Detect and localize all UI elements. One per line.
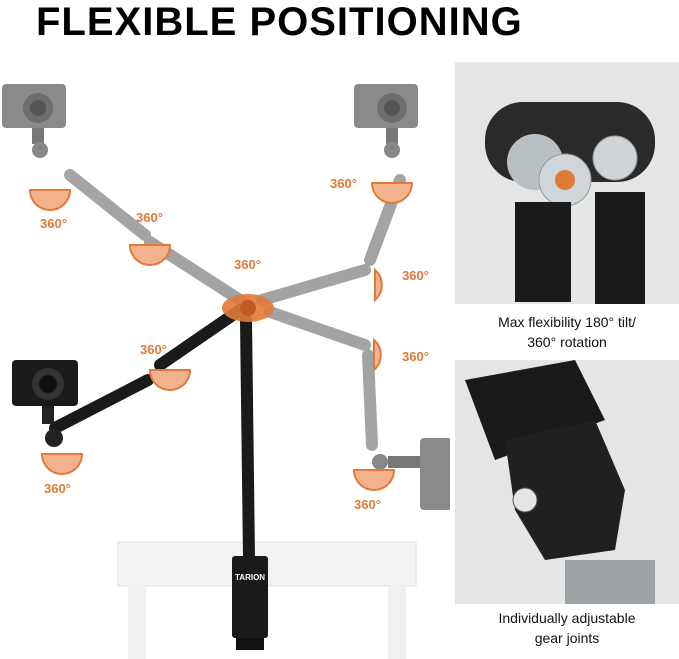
degree-label: 360° (40, 216, 67, 231)
rotation-detail-image (485, 102, 655, 304)
degree-label: 360° (234, 257, 261, 272)
caption-gear: Individually adjustable gear joints (462, 608, 672, 648)
degree-label: 360° (402, 349, 429, 364)
page-title: FLEXIBLE POSITIONING (36, 0, 523, 44)
rotation-arcs (28, 182, 414, 491)
caption-line: gear joints (534, 630, 600, 646)
caption-line: Individually adjustable (498, 610, 636, 626)
caption-line: Max flexibility 180° tilt/ (498, 314, 636, 330)
central-hub (222, 294, 274, 322)
degree-label: 360° (354, 497, 381, 512)
black-arm (49, 304, 256, 644)
degree-label: 360° (140, 342, 167, 357)
degree-label: 360° (402, 268, 429, 283)
stand-illustration (2, 84, 450, 659)
ghost-camera-bottom-right (372, 438, 450, 510)
gear-joint-detail-image (465, 360, 655, 604)
degree-label: 360° (136, 210, 163, 225)
caption-rotation: Max flexibility 180° tilt/ 360° rotation (462, 312, 672, 352)
black-camera (12, 360, 78, 447)
clamp (232, 556, 268, 650)
ghost-camera-top-right (354, 84, 418, 158)
ghost-camera-top-left (2, 84, 66, 158)
brand-label: TARION (235, 573, 266, 582)
detail-panel-gear-joint (455, 360, 679, 604)
degree-label: 360° (44, 481, 71, 496)
degree-label: 360° (330, 176, 357, 191)
detail-panel-rotation (455, 62, 679, 304)
caption-line: 360° rotation (527, 334, 607, 350)
